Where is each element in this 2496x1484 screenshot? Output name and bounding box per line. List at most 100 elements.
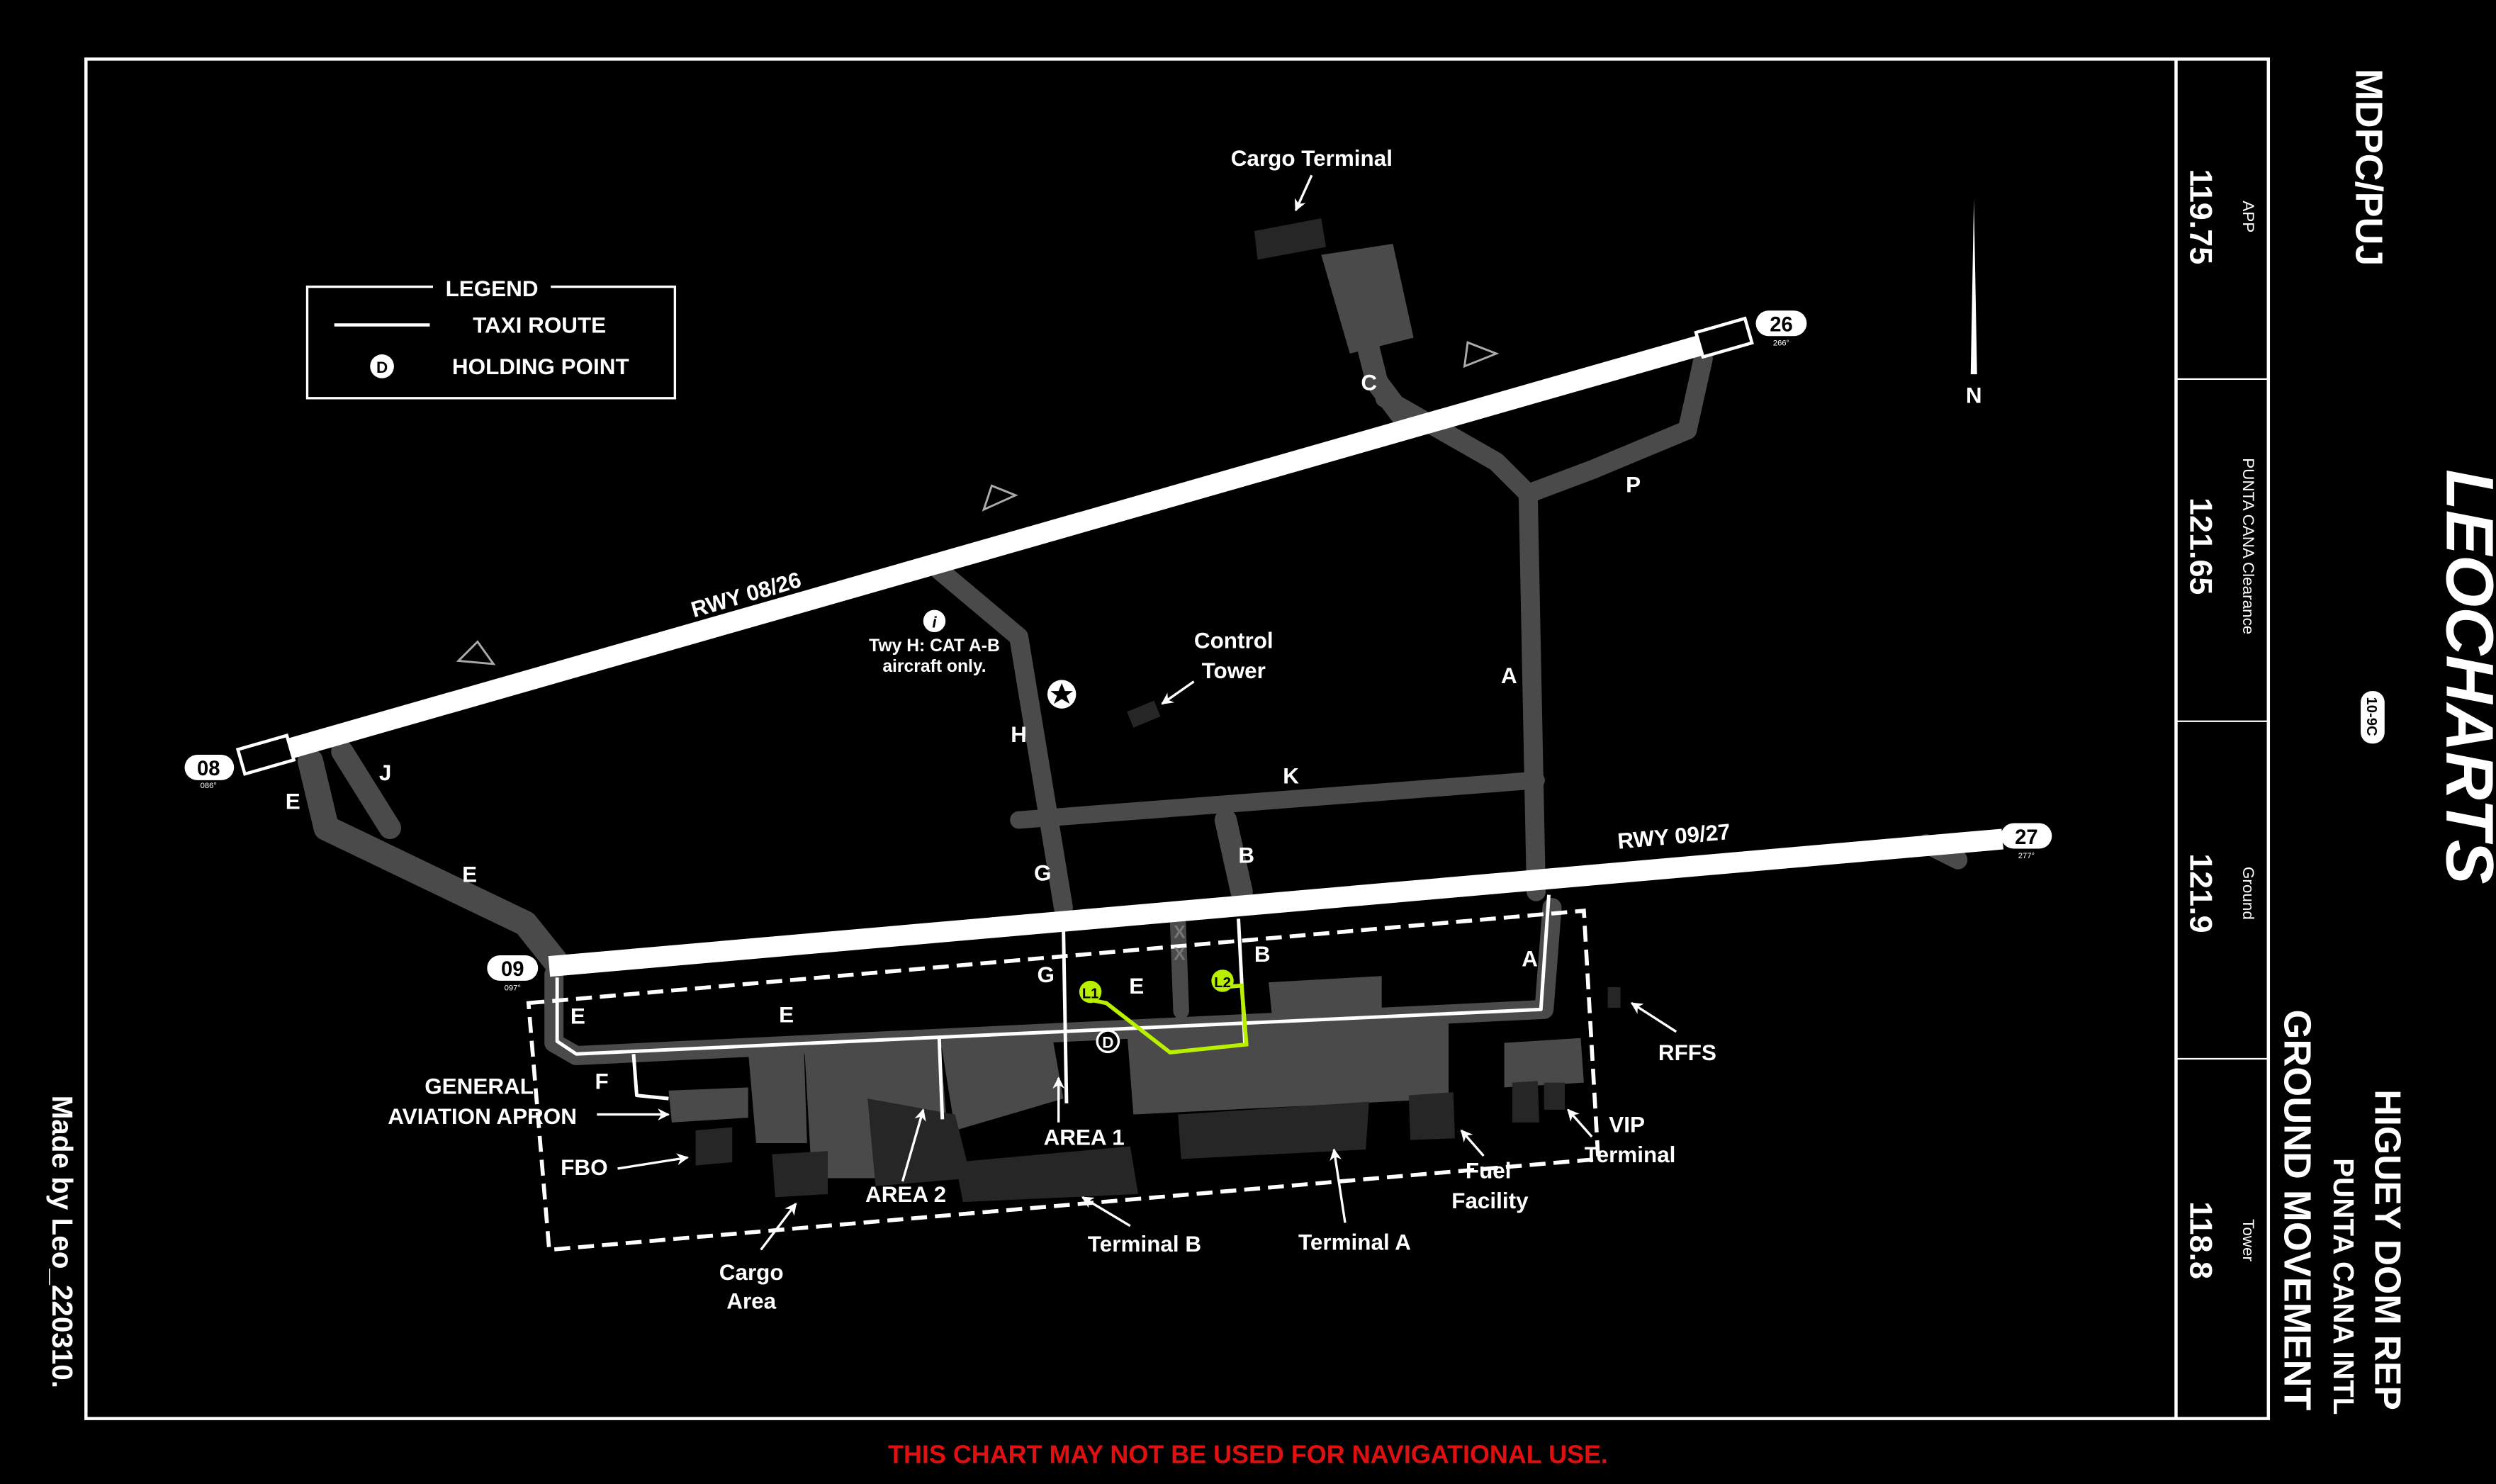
legend: LEGEND TAXI ROUTE D HOLDING POINT	[305, 274, 677, 400]
runway-end-09: 09 097°	[487, 955, 539, 992]
svg-text:Tower: Tower	[2239, 1219, 2257, 1261]
svg-text:LEGEND: LEGEND	[446, 276, 539, 301]
svg-text:27: 27	[2015, 826, 2037, 849]
svg-text:K: K	[1283, 763, 1299, 788]
svg-text:AREA 1: AREA 1	[1044, 1125, 1125, 1149]
svg-text:A: A	[1522, 947, 1538, 972]
svg-text:Twy H: CAT A-B: Twy H: CAT A-B	[869, 636, 1000, 656]
svg-text:E: E	[462, 862, 477, 887]
svg-text:09: 09	[501, 958, 524, 981]
runway-end-27: 27 277°	[2001, 823, 2052, 860]
credit-text: Made by Leo_220310.	[46, 1096, 79, 1388]
svg-text:RFFS: RFFS	[1658, 1040, 1716, 1065]
svg-text:121.9: 121.9	[2183, 853, 2220, 933]
svg-text:L1: L1	[1082, 986, 1099, 1002]
leocharts-logo: LEOCHARTS	[2432, 469, 2496, 884]
taxi-routes	[555, 894, 1551, 1120]
svg-text:N: N	[1966, 383, 1982, 408]
runway-26-threshold	[1694, 316, 1754, 359]
svg-text:H: H	[1011, 722, 1027, 747]
title-block: MDPC/PUJ 10-9C LEOCHARTS HIGUEY DOM REP …	[2276, 69, 2496, 1415]
svg-text:277°: 277°	[2018, 852, 2035, 860]
svg-text:10-9C: 10-9C	[2363, 697, 2379, 736]
svg-text:G: G	[1038, 962, 1055, 987]
holding-point-l2: L2	[1211, 969, 1234, 992]
svg-text:L2: L2	[1214, 975, 1231, 991]
svg-text:119.75: 119.75	[2183, 169, 2220, 264]
holding-point-d: D	[1096, 1029, 1120, 1054]
svg-text:HIGUEY DOM REP: HIGUEY DOM REP	[2367, 1089, 2408, 1410]
svg-text:B: B	[1238, 843, 1254, 868]
svg-text:D: D	[376, 359, 388, 376]
legend-holding-point-icon	[370, 354, 394, 378]
svg-text:A: A	[1501, 663, 1517, 688]
runway-08-threshold	[235, 733, 296, 776]
svg-text:FBO: FBO	[561, 1155, 607, 1180]
runway-end-08: 08 086°	[184, 754, 235, 790]
svg-text:121.65: 121.65	[2183, 498, 2220, 595]
north-arrow: N	[1966, 199, 1982, 408]
chart-frame	[84, 57, 2271, 1420]
svg-text:Terminal A: Terminal A	[1298, 1230, 1411, 1255]
svg-text:E: E	[1129, 974, 1144, 999]
runway-09-27	[548, 828, 2003, 977]
svg-text:APP: APP	[2239, 201, 2257, 232]
svg-text:D: D	[1102, 1033, 1113, 1051]
svg-text:E: E	[779, 1002, 794, 1027]
info-icon	[923, 609, 946, 633]
svg-text:PUNTA CANA INTL: PUNTA CANA INTL	[2327, 1158, 2360, 1415]
wind-indicator-icons	[456, 341, 1500, 665]
svg-text:Fuel: Fuel	[1466, 1158, 1512, 1183]
svg-text:Area: Area	[726, 1289, 776, 1314]
svg-text:Tower: Tower	[1202, 658, 1266, 683]
svg-text:097°: 097°	[505, 984, 521, 992]
twy-h-note: i Twy H: CAT A-B aircraft only.	[869, 609, 1000, 676]
taxiway-labels: E J E H G K B A C P E E G E B A F X X	[286, 371, 1641, 1094]
svg-text:GROUND MOVEMENT: GROUND MOVEMENT	[2276, 1009, 2318, 1410]
svg-text:PUNTA CANA Clearance: PUNTA CANA Clearance	[2239, 458, 2257, 634]
runway-08-26	[259, 327, 1731, 767]
holding-point-l1: L1	[1079, 980, 1102, 1004]
svg-text:G: G	[1034, 860, 1051, 885]
svg-text:086°: 086°	[201, 782, 217, 790]
svg-text:MDPC/PUJ: MDPC/PUJ	[2347, 69, 2390, 266]
svg-text:08: 08	[197, 758, 220, 780]
svg-text:VIP: VIP	[1609, 1112, 1645, 1137]
svg-text:Terminal: Terminal	[1585, 1142, 1676, 1167]
buildings	[695, 218, 1621, 1203]
svg-text:26: 26	[1770, 313, 1792, 336]
assigned-taxi-route	[1090, 983, 1249, 1055]
svg-text:HOLDING POINT: HOLDING POINT	[452, 354, 629, 379]
svg-text:P: P	[1626, 472, 1641, 497]
svg-text:E: E	[570, 1004, 585, 1029]
svg-text:118.8: 118.8	[2183, 1201, 2220, 1279]
runway-09-27-label: RWY 09/27	[1617, 819, 1731, 854]
taxiway-pavement	[298, 307, 1968, 1065]
svg-text:X: X	[1174, 923, 1186, 942]
runway-end-26: 26 266°	[1755, 310, 1807, 348]
svg-text:J: J	[379, 760, 391, 785]
apron-areas	[668, 243, 1584, 1179]
svg-text:Facility: Facility	[1451, 1188, 1529, 1213]
svg-text:E: E	[286, 789, 300, 814]
svg-text:Terminal B: Terminal B	[1088, 1232, 1201, 1257]
star-icon	[1047, 680, 1076, 709]
svg-text:Ground: Ground	[2239, 867, 2257, 920]
svg-text:aircraft only.: aircraft only.	[882, 657, 986, 676]
svg-text:Control: Control	[1194, 628, 1274, 653]
svg-text:266°: 266°	[1773, 339, 1789, 348]
svg-text:C: C	[1361, 371, 1377, 395]
svg-text:AREA 2: AREA 2	[865, 1182, 946, 1207]
svg-text:i: i	[932, 613, 937, 631]
frequency-panel: APP 119.75 PUNTA CANA Clearance 121.65 G…	[2183, 169, 2257, 1279]
svg-text:B: B	[1254, 942, 1271, 967]
svg-text:TAXI ROUTE: TAXI ROUTE	[473, 313, 606, 338]
disclaimer: THIS CHART MAY NOT BE USED FOR NAVIGATIO…	[888, 1440, 1608, 1469]
facility-labels: Cargo Terminal Control Tower GENERAL AVI…	[388, 146, 1716, 1314]
svg-text:F: F	[595, 1069, 608, 1094]
svg-text:AVIATION APRON: AVIATION APRON	[388, 1104, 577, 1129]
svg-text:GENERAL: GENERAL	[425, 1074, 534, 1098]
svg-text:X: X	[1174, 945, 1186, 965]
movement-area-boundary	[526, 909, 1601, 1252]
